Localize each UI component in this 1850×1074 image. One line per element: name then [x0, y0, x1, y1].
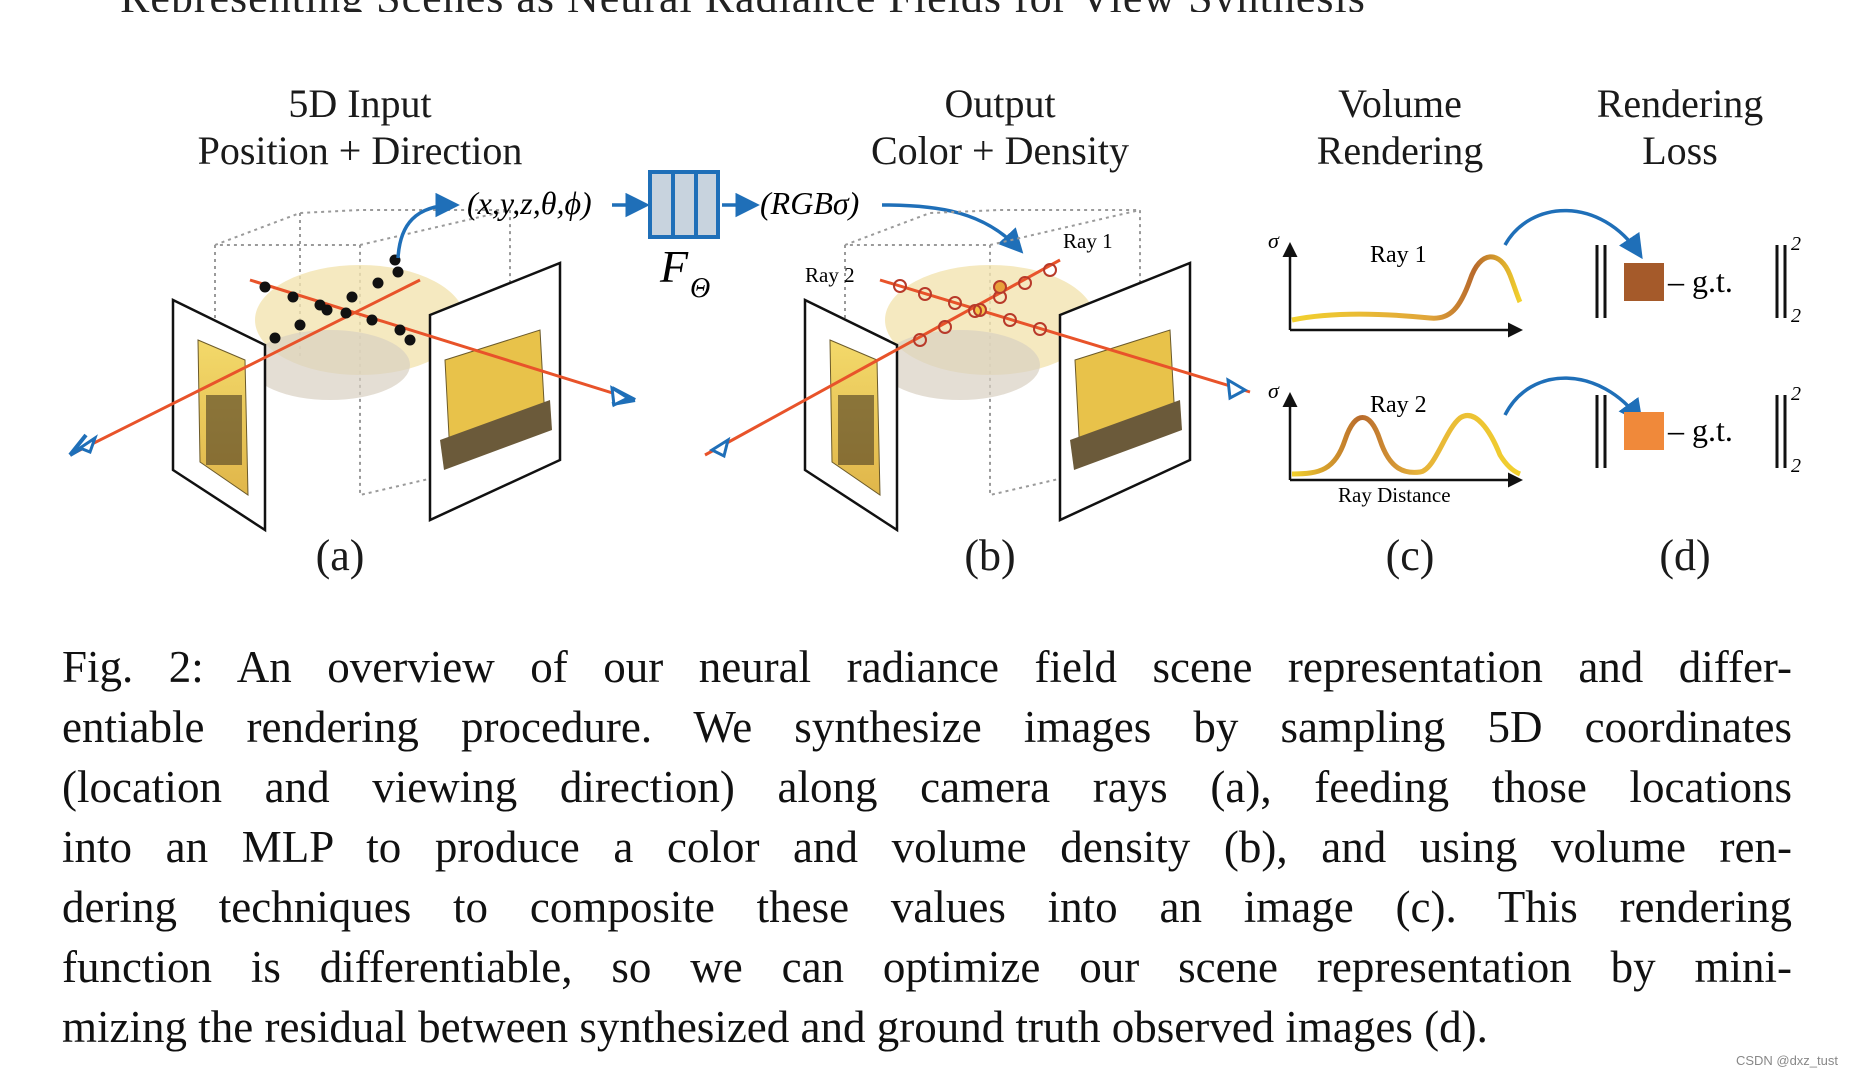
- figure-graphics: (x,y,z,θ,ϕ) F Θ (RGBσ): [68, 170, 1801, 533]
- panel-a-scene: [68, 192, 636, 533]
- caption-line: into an MLP to produce a color and volum…: [62, 822, 1792, 872]
- swatch-ray1: [1624, 263, 1664, 301]
- panel-c-label: (c): [1385, 531, 1435, 580]
- caption-line: function is differentiable, so we can op…: [62, 942, 1792, 992]
- caption-line: entiable rendering procedure. We synthes…: [62, 702, 1792, 752]
- watermark: CSDN @dxz_tust: [1735, 1053, 1838, 1068]
- network-subscript: Θ: [690, 273, 710, 304]
- loss-term-2: [1595, 395, 1787, 468]
- loss-term-1: [1595, 245, 1787, 318]
- panel-b-label: (b): [964, 531, 1016, 580]
- ray-distance-label: Ray Distance: [1338, 483, 1451, 507]
- ray2-label-b: Ray 2: [805, 263, 855, 287]
- ray-b-2: [879, 278, 1251, 394]
- caption-line: dering techniques to composite these val…: [62, 882, 1792, 932]
- caption-line: (location and viewing direction) along c…: [62, 762, 1792, 812]
- panel-d-label: (d): [1659, 531, 1711, 580]
- ray-a-2: [249, 278, 636, 402]
- figure-caption: Fig. 2: An overview of our neural radian…: [62, 637, 1792, 1057]
- sample-points-b: [893, 263, 1057, 347]
- volume-rendering-plot-2: [1282, 392, 1523, 488]
- norm-sub-2: 2: [1791, 455, 1801, 477]
- sigma-axis-2: σ: [1268, 378, 1280, 403]
- top-cut-text-line: Representing Scenes as Neural Radiance F…: [0, 0, 1850, 12]
- caption-line: mizing the residual between synthesized …: [62, 1002, 1488, 1052]
- volume-rendering-plot-1: [1282, 242, 1523, 338]
- plot2-ray-label: Ray 2: [1370, 392, 1427, 418]
- network-mlp-icon: [648, 170, 720, 239]
- minus-gt-2: – g.t.: [1667, 412, 1733, 448]
- panel-b-scene: [704, 209, 1251, 533]
- arrow-to-loss-2: [1503, 376, 1643, 424]
- minus-gt-1: – g.t.: [1667, 263, 1733, 299]
- caption-line: Fig. 2: An overview of our neural radian…: [62, 642, 1792, 692]
- sample-points-a: [259, 254, 416, 346]
- norm-sup-1: 2: [1791, 233, 1801, 255]
- arrow-output-to-scene: [881, 203, 1024, 254]
- network-symbol: F: [659, 241, 689, 292]
- input-tuple: (x,y,z,θ,ϕ): [467, 185, 592, 221]
- arrow-to-loss-1: [1503, 208, 1643, 260]
- norm-sup-2: 2: [1791, 383, 1801, 405]
- ray-a-1: [69, 278, 421, 457]
- swatch-ray2: [1624, 412, 1664, 450]
- sigma-axis-1: σ: [1268, 228, 1280, 253]
- norm-sub-1: 2: [1791, 305, 1801, 327]
- panel-a-label: (a): [315, 531, 365, 580]
- output-tuple: (RGBσ): [760, 185, 859, 221]
- plot1-ray-label: Ray 1: [1370, 242, 1427, 268]
- ray1-label-b: Ray 1: [1063, 229, 1113, 253]
